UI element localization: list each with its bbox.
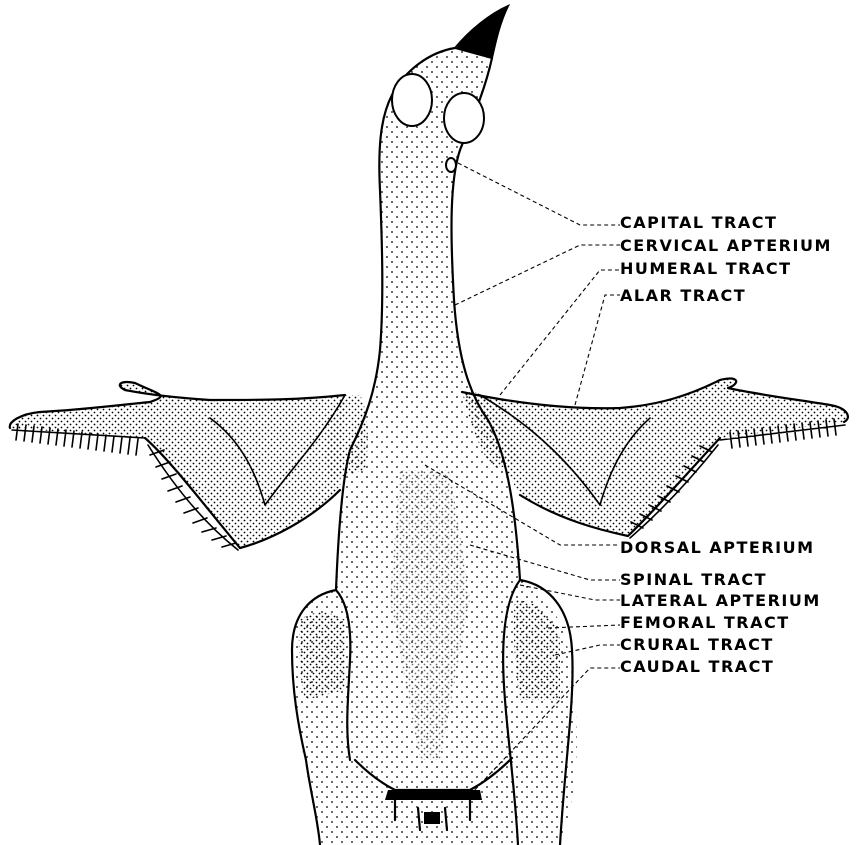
leader-cervical bbox=[455, 245, 620, 305]
label-capital-tract: CAPITAL TRACT bbox=[620, 213, 777, 232]
label-caudal-tract: CAUDAL TRACT bbox=[620, 657, 774, 676]
label-cervical-apterium: CERVICAL APTERIUM bbox=[620, 236, 832, 255]
left-femoral-patch bbox=[299, 613, 345, 701]
label-femoral-tract: FEMORAL TRACT bbox=[620, 613, 790, 632]
leader-alar bbox=[575, 295, 620, 405]
label-lateral-apterium: LATERAL APTERIUM bbox=[620, 591, 821, 610]
label-humeral-tract: HUMERAL TRACT bbox=[620, 259, 791, 278]
label-alar-tract: ALAR TRACT bbox=[620, 286, 746, 305]
bird-outline bbox=[10, 6, 848, 845]
ear-opening bbox=[446, 158, 456, 172]
tail-feathers bbox=[385, 790, 482, 800]
tail-tip bbox=[424, 812, 440, 824]
left-eye bbox=[392, 74, 432, 126]
label-crural-tract: CRURAL TRACT bbox=[620, 635, 774, 654]
label-dorsal-apterium: DORSAL APTERIUM bbox=[620, 538, 815, 557]
left-wing bbox=[10, 382, 345, 548]
leader-capital bbox=[458, 163, 620, 225]
label-spinal-tract: SPINAL TRACT bbox=[620, 570, 767, 589]
right-eye bbox=[444, 93, 484, 143]
leader-humeral bbox=[500, 270, 620, 395]
